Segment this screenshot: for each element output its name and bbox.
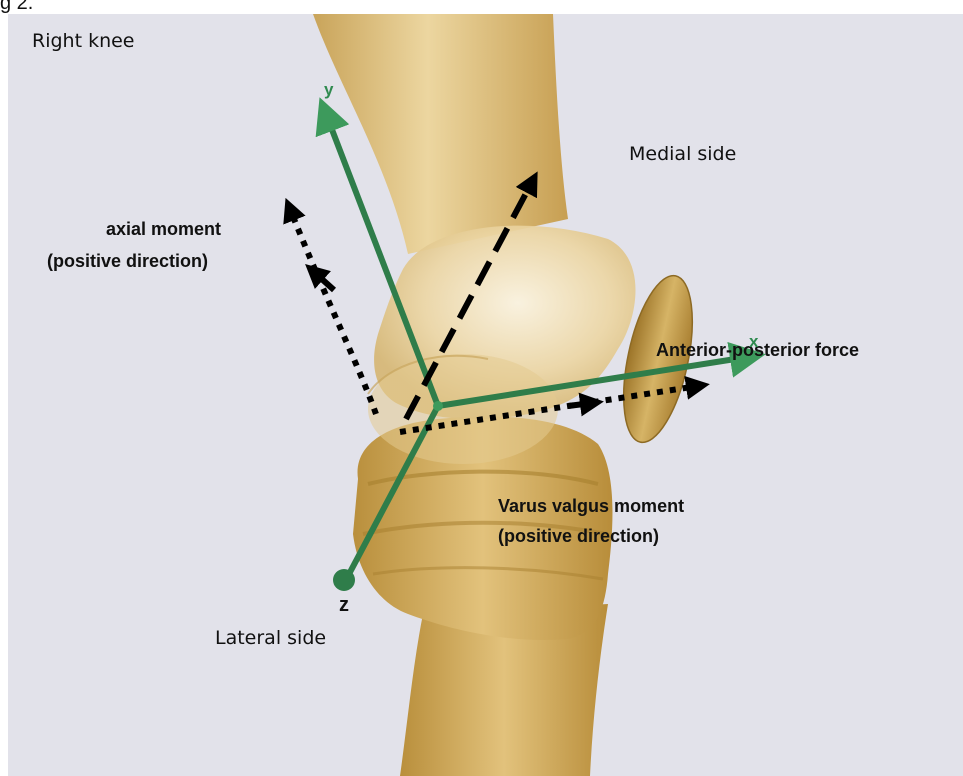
axial-moment-label: axial moment: [106, 219, 221, 240]
y-axis-label: y: [324, 80, 333, 100]
z-axis-label: z: [339, 594, 349, 617]
lateral-side-label: Lateral side: [215, 627, 326, 649]
medial-side-label: Medial side: [629, 143, 736, 165]
viewer-panel[interactable]: Right knee Medial side axial moment (pos…: [8, 14, 963, 776]
varus-valgus-direction-label: (positive direction): [498, 526, 659, 547]
origin-point: [433, 401, 443, 411]
varus-valgus-moment-label: Varus valgus moment: [498, 496, 684, 517]
knee-scene: [8, 14, 963, 776]
figure-caption-fragment: g 2.: [0, 0, 33, 15]
title-label: Right knee: [32, 30, 135, 52]
z-axis-tip: [333, 569, 355, 591]
femur-shaft: [313, 14, 568, 254]
axial-moment-arrow: [290, 209, 376, 414]
x-axis-label: x: [749, 332, 758, 352]
axial-moment-direction-label: (positive direction): [47, 251, 208, 272]
